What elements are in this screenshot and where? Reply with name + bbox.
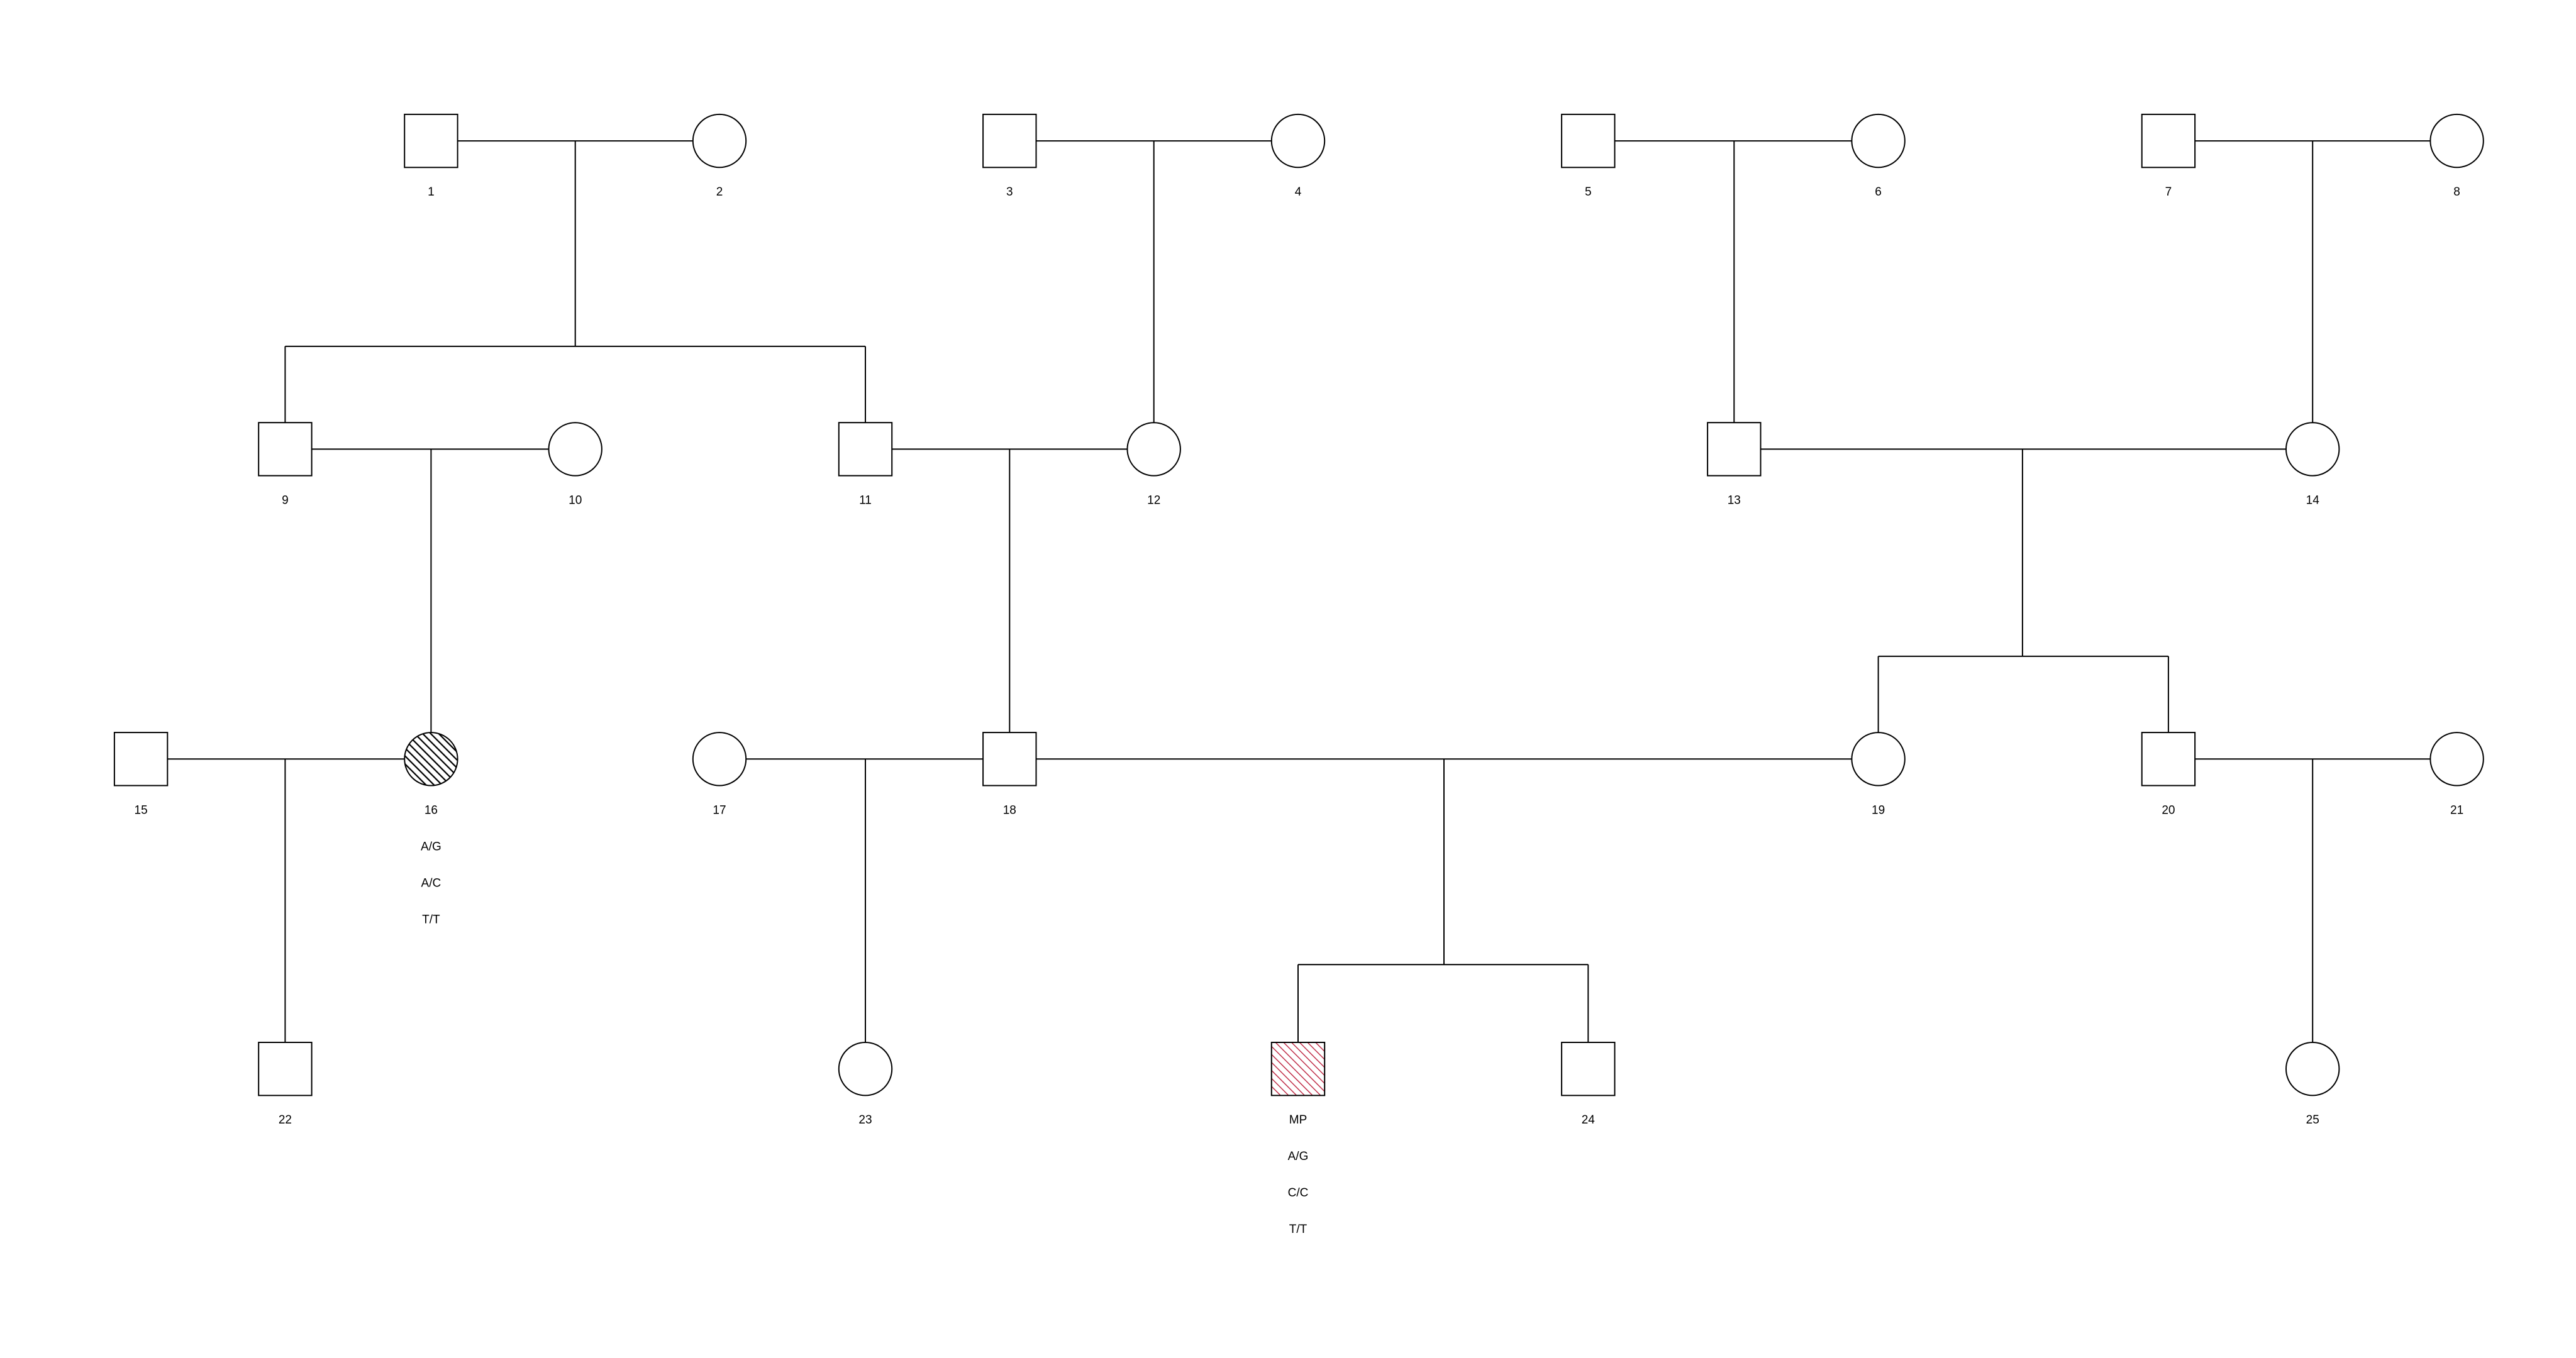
individual-15: 15 [113, 732, 169, 817]
individual-10: 10 [548, 422, 602, 507]
individual-12: 12 [1126, 422, 1181, 507]
male-square-symbol [258, 1042, 313, 1096]
individual-label: 16 [425, 803, 438, 817]
genotype-label: C/C [1288, 1186, 1309, 1200]
female-circle-symbol [1270, 113, 1326, 168]
individual-18: 18 [982, 732, 1037, 817]
individual-6: 6 [1851, 113, 1906, 199]
individual-label: 13 [1728, 494, 1741, 507]
individual-label: 23 [858, 1113, 872, 1127]
male-square-symbol [2141, 113, 2196, 168]
male-square-symbol [2141, 732, 2196, 787]
individual-4: 4 [1270, 113, 1326, 199]
male-square-symbol [838, 422, 893, 477]
male-square-symbol [1270, 1042, 1326, 1096]
individual-21: 21 [2429, 732, 2484, 817]
female-circle-symbol [404, 732, 458, 787]
genotype-label: A/C [421, 876, 441, 890]
individual-5: 5 [1561, 113, 1616, 199]
female-circle-symbol [1851, 113, 1906, 168]
female-circle-symbol [1851, 732, 1906, 787]
female-circle-symbol [2285, 422, 2340, 477]
individual-label: 21 [2450, 803, 2463, 817]
individual-label: 24 [1582, 1113, 1596, 1127]
individual-9: 9 [258, 422, 313, 507]
connector-lines [167, 140, 2431, 1042]
male-square-symbol [258, 422, 313, 477]
individual-label: 10 [569, 494, 582, 507]
female-circle-symbol [2429, 732, 2484, 787]
individual-23: 23 [838, 1042, 893, 1127]
individual-label: 12 [1147, 494, 1160, 507]
female-circle-symbol [692, 113, 747, 168]
male-square-symbol [404, 113, 458, 168]
male-square-symbol [113, 732, 169, 787]
individual-20: 20 [2141, 732, 2196, 817]
individual-25: 25 [2285, 1042, 2340, 1127]
female-circle-symbol [1126, 422, 1181, 477]
individual-11: 11 [838, 422, 893, 507]
individual-8: 8 [2429, 113, 2484, 199]
individual-22: 22 [258, 1042, 313, 1127]
genotype-label: A/G [1288, 1150, 1309, 1163]
individual-13: 13 [1707, 422, 1762, 507]
individual-19: 19 [1851, 732, 1906, 817]
individual-7: 7 [2141, 113, 2196, 199]
individual-label: 6 [1875, 185, 1882, 199]
genotype-label: A/G [421, 840, 441, 853]
individual-17: 17 [692, 732, 747, 817]
individual-16: 16A/G A/C T/T [404, 732, 458, 926]
individual-label: 7 [2165, 185, 2172, 199]
male-square-symbol [1561, 113, 1616, 168]
male-square-symbol [1707, 422, 1762, 477]
individual-label: 25 [2306, 1113, 2319, 1127]
individual-label: 18 [1003, 803, 1016, 817]
individual-label: 4 [1295, 185, 1302, 199]
individual-label: MP [1289, 1113, 1307, 1127]
female-circle-symbol [692, 732, 747, 787]
male-square-symbol [982, 732, 1037, 787]
individual-label: 3 [1006, 185, 1013, 199]
individual-2: 2 [692, 113, 747, 199]
individual-label: 17 [713, 803, 726, 817]
female-circle-symbol [548, 422, 602, 477]
individual-label: 19 [1872, 803, 1885, 817]
male-square-symbol [1561, 1042, 1616, 1096]
individual-label: 9 [282, 494, 289, 507]
genotype-label: T/T [422, 913, 440, 926]
individual-label: 22 [279, 1113, 292, 1127]
female-circle-symbol [2285, 1042, 2340, 1096]
female-circle-symbol [838, 1042, 893, 1096]
female-circle-symbol [2429, 113, 2484, 168]
individual-1: 1 [404, 113, 458, 199]
individual-label: 1 [428, 185, 435, 199]
individual-label: 15 [135, 803, 148, 817]
genotype-label: T/T [1289, 1223, 1307, 1236]
individual-24: 24 [1561, 1042, 1616, 1127]
individual-14: 14 [2285, 422, 2340, 507]
individual-mp: MP A/G C/C T/T [1270, 1042, 1326, 1236]
individual-label: 20 [2162, 803, 2175, 817]
individual-label: 2 [716, 185, 723, 199]
individual-label: 14 [2306, 494, 2320, 507]
male-square-symbol [982, 113, 1037, 168]
individual-3: 3 [982, 113, 1037, 199]
individual-label: 5 [1585, 185, 1592, 199]
individual-label: 8 [2453, 185, 2460, 199]
individual-label: 11 [859, 494, 872, 507]
